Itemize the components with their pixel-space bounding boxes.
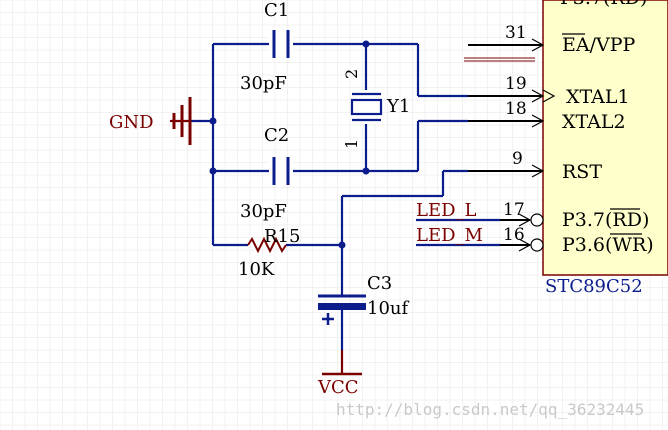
- junctions: [209, 40, 370, 249]
- y1-ref: Y1: [386, 96, 410, 117]
- ic-reference: STC89C52: [545, 276, 643, 297]
- c3-ref: C3: [367, 273, 392, 294]
- gnd-symbol: GND: [109, 97, 192, 145]
- pin-name: EA/VPP: [562, 34, 635, 56]
- vcc-label: VCC: [317, 377, 359, 398]
- ic-pin-31: 31 EA/VPP: [468, 23, 635, 56]
- capacitor-c3: C3 10uf: [318, 273, 409, 325]
- ea-hatch: [464, 57, 535, 62]
- pin-number: 18: [505, 99, 527, 119]
- c1-ref: C1: [264, 0, 289, 21]
- net-label-text: LED_L: [416, 200, 477, 221]
- resistor-r15: R15 10K: [238, 226, 300, 280]
- pin-number: 19: [505, 74, 527, 94]
- pin-number: 31: [505, 23, 527, 43]
- pin-name: P3.7(RD): [562, 209, 649, 231]
- ic-top-pin-fragment: P3.7(RD): [560, 0, 647, 9]
- r15-value: 10K: [238, 259, 275, 280]
- c2-value: 30pF: [240, 201, 287, 222]
- r15-ref: R15: [264, 226, 300, 247]
- crystal-y1: Y1 2 1: [342, 69, 410, 149]
- wires: [190, 42, 500, 350]
- c1-value: 30pF: [240, 73, 287, 94]
- pin-name: XTAL2: [562, 111, 626, 133]
- pin-number: 9: [512, 149, 523, 169]
- y1-pin-2: 2: [342, 69, 361, 79]
- ic-pin-16: 16 P3.6(WR): [500, 225, 654, 256]
- net-label-led-l: LED_L: [416, 200, 477, 221]
- ic-pin-9: 9 RST: [468, 149, 602, 183]
- vcc-symbol: VCC: [317, 350, 362, 398]
- ic-body: [542, 0, 668, 276]
- c2-ref: C2: [264, 125, 289, 146]
- pin-number: 17: [503, 200, 525, 220]
- net-label-led-m: LED_M: [416, 225, 483, 246]
- capacitor-c2: C2 30pF: [240, 125, 293, 222]
- watermark: http://blog.csdn.net/qq_36232445: [336, 400, 644, 419]
- y1-pin-1: 1: [342, 139, 361, 149]
- ic-pin-19: 19 XTAL1: [468, 74, 630, 108]
- pin-name: P3.6(WR): [562, 234, 654, 256]
- pin-name: RST: [562, 161, 602, 183]
- net-label-text: LED_M: [416, 225, 483, 246]
- ic-pin-18: 18 XTAL2: [468, 99, 626, 133]
- c3-value: 10uf: [367, 298, 409, 319]
- capacitor-c1: C1 30pF: [240, 0, 293, 94]
- gnd-label: GND: [109, 112, 154, 133]
- pin-name: XTAL1: [566, 86, 630, 108]
- ic-pin-17: 17 P3.7(RD): [500, 200, 649, 231]
- pin-number: 16: [503, 225, 525, 245]
